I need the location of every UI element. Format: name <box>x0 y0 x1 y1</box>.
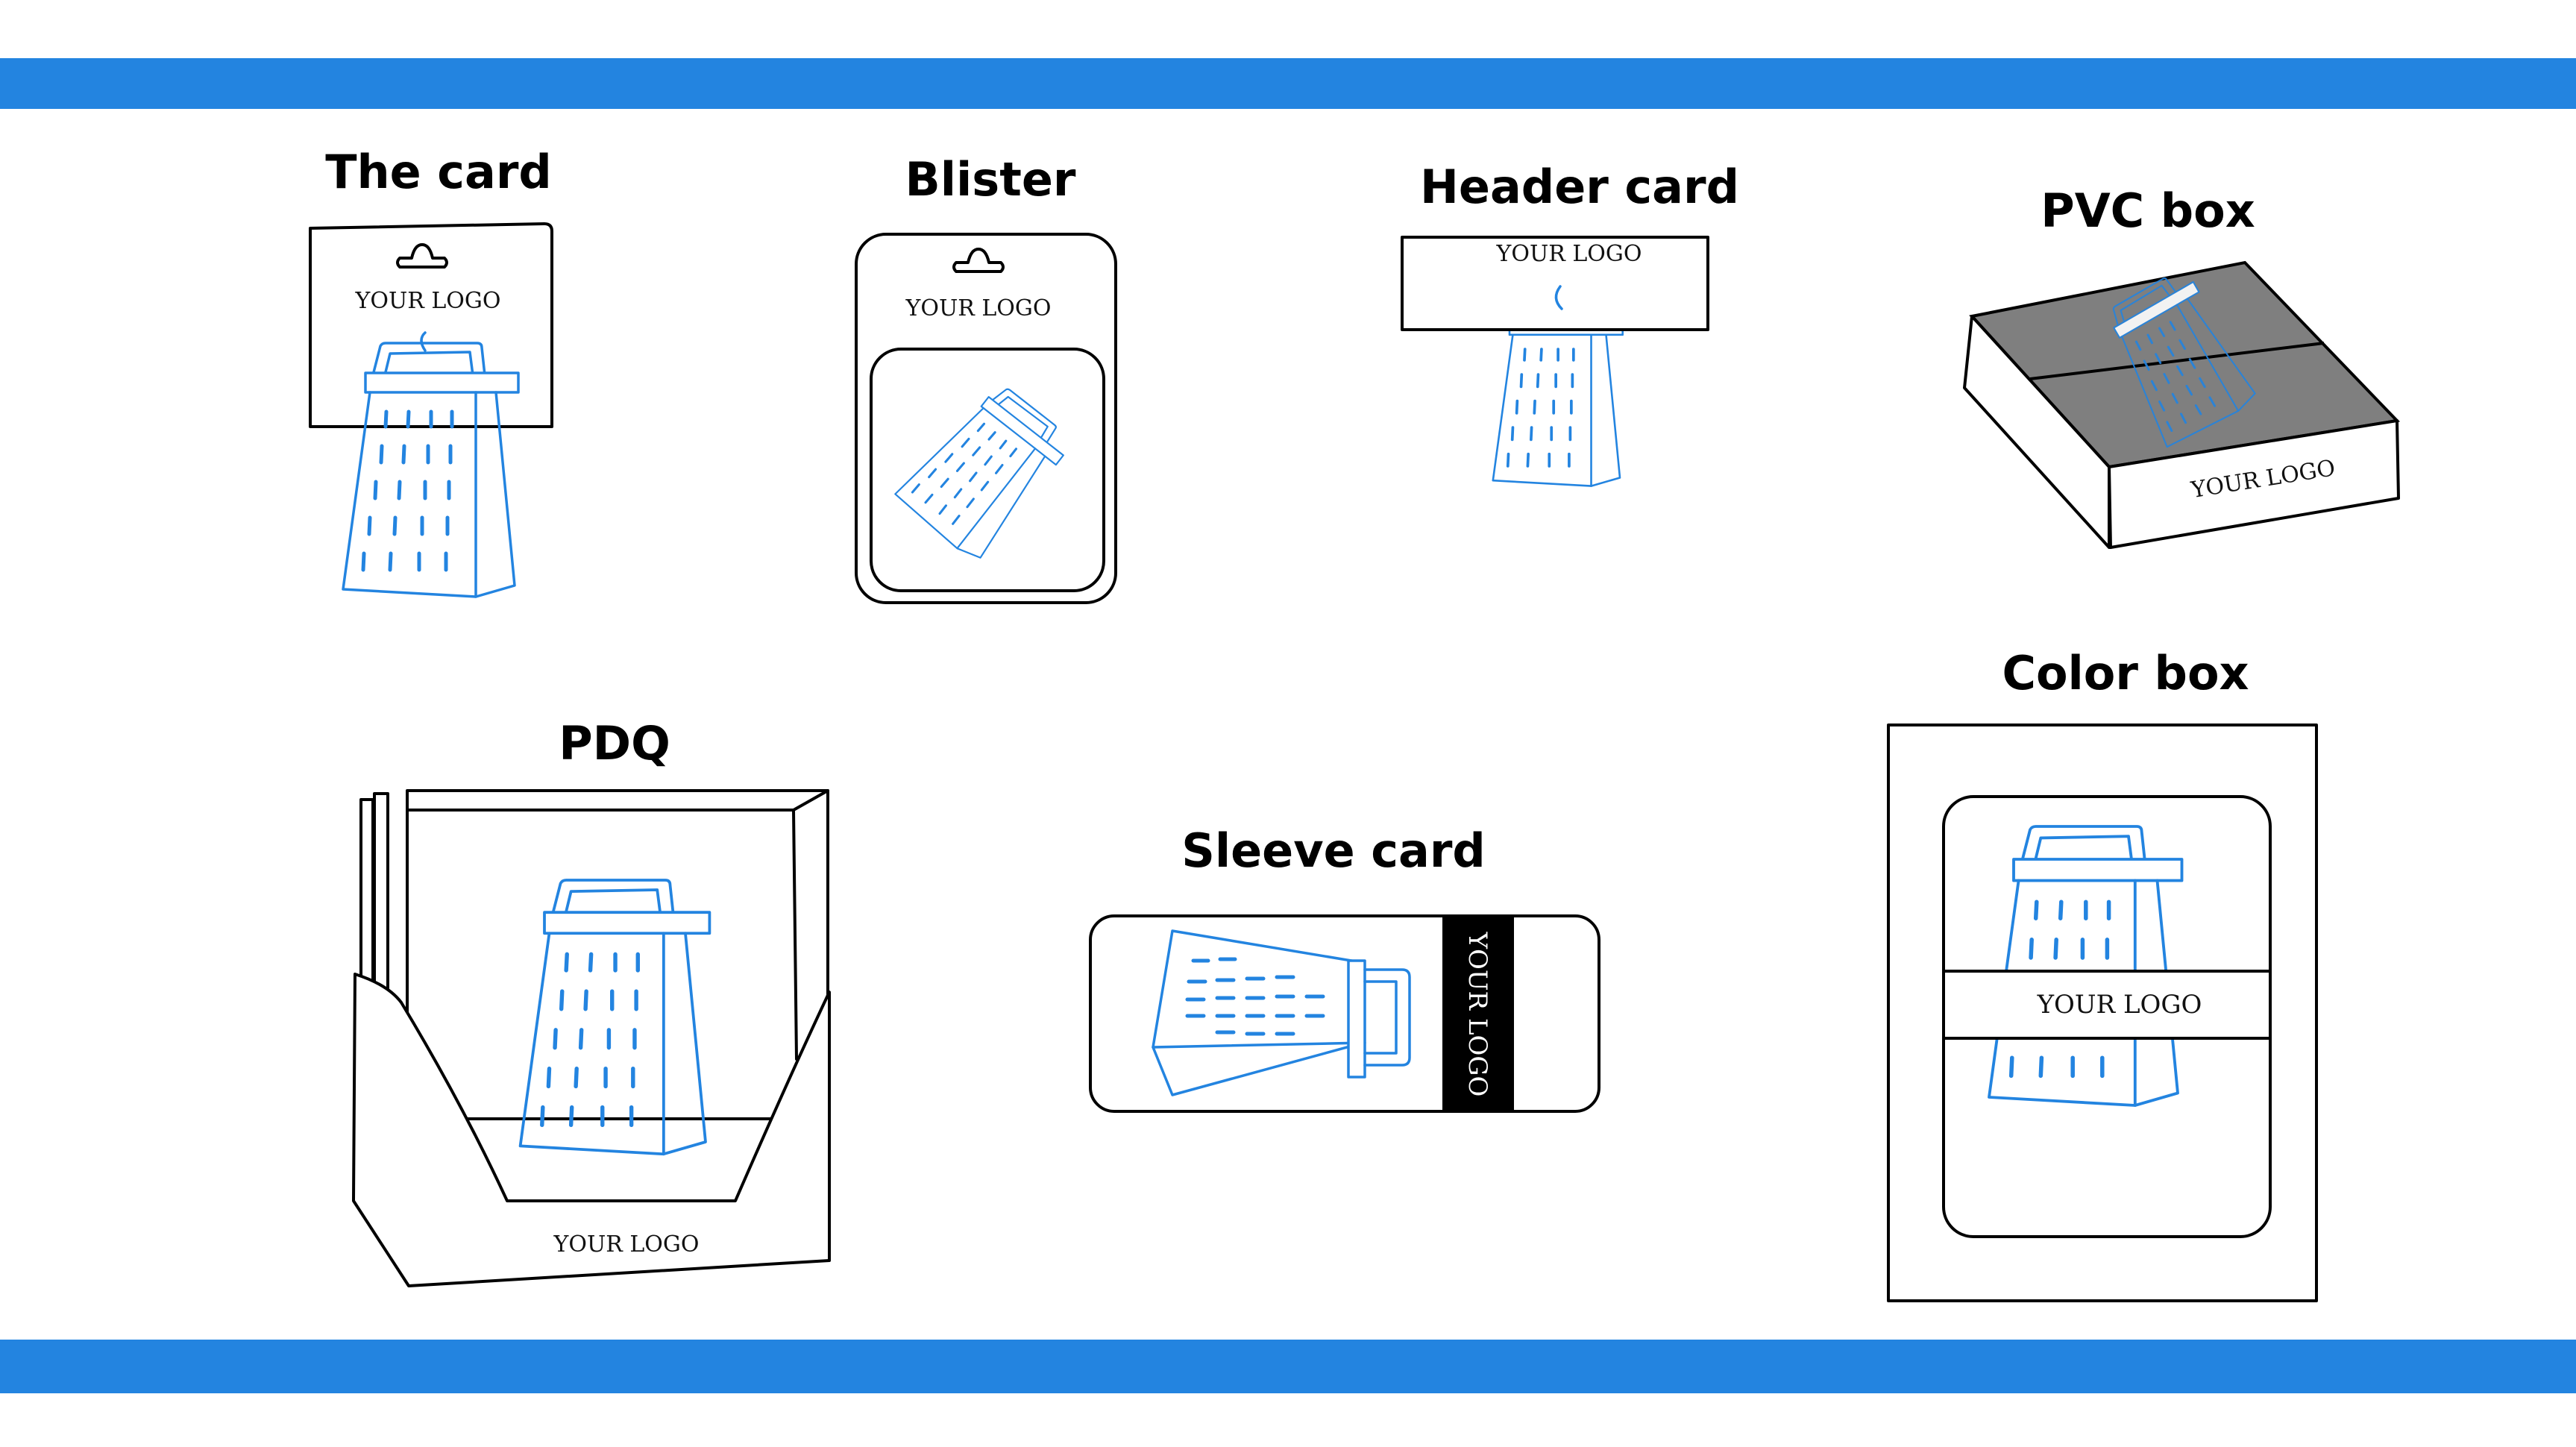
the-card-package: The card YOUR LOGO <box>309 145 553 597</box>
cheese-grater-icon <box>1989 826 2182 1105</box>
sleeve-card-logo: YOUR LOGO <box>1463 932 1492 1097</box>
color-box-package: Color box YOUR LOGO <box>1887 646 2318 1302</box>
color-box-logo: YOUR LOGO <box>2037 990 2202 1020</box>
header-card <box>1401 236 1709 331</box>
sleeve-band <box>1442 917 1514 1110</box>
sleeve-card <box>1089 914 1600 1113</box>
pdq-title: PDQ <box>559 716 670 770</box>
the-card-title: The card <box>325 145 552 199</box>
pdq-package: PDQ YOUR LOGO <box>352 716 831 1287</box>
the-card-logo: YOUR LOGO <box>355 288 501 314</box>
color-box-title: Color box <box>2002 646 2249 700</box>
color-box-label-band <box>1942 970 2272 1040</box>
blister-logo: YOUR LOGO <box>905 295 1052 321</box>
color-box-outer <box>1887 724 2318 1302</box>
hang-hole-icon <box>952 248 1005 273</box>
sleeve-card-package: Sleeve card YOUR LOGO <box>1089 823 1600 1113</box>
blister-card <box>855 233 1117 604</box>
pvc-box-package: PVC box YOUR LOGO <box>1963 183 2401 549</box>
sleeve-card-title: Sleeve card <box>1181 823 1486 878</box>
blister-title: Blister <box>905 152 1076 207</box>
top-accent-bar <box>0 58 2576 109</box>
cheese-grater-icon <box>890 372 1076 566</box>
header-card-logo: YOUR LOGO <box>1496 241 1642 267</box>
pdq-logo: YOUR LOGO <box>553 1231 700 1258</box>
cheese-grater-icon <box>343 343 518 597</box>
pvc-box-title: PVC box <box>2041 183 2255 238</box>
header-card-package: Header card YOUR LOGO <box>1401 160 1739 488</box>
cheese-grater-icon <box>1152 929 1411 1096</box>
pdq-tray-front <box>352 973 831 1287</box>
pvc-box-front <box>2108 419 2400 549</box>
bottom-accent-bar <box>0 1340 2576 1393</box>
blister-bubble <box>870 348 1105 592</box>
header-card-title: Header card <box>1420 160 1739 214</box>
pdq-back-panel <box>406 789 829 1120</box>
blister-package: Blister YOUR LOGO <box>855 152 1117 604</box>
